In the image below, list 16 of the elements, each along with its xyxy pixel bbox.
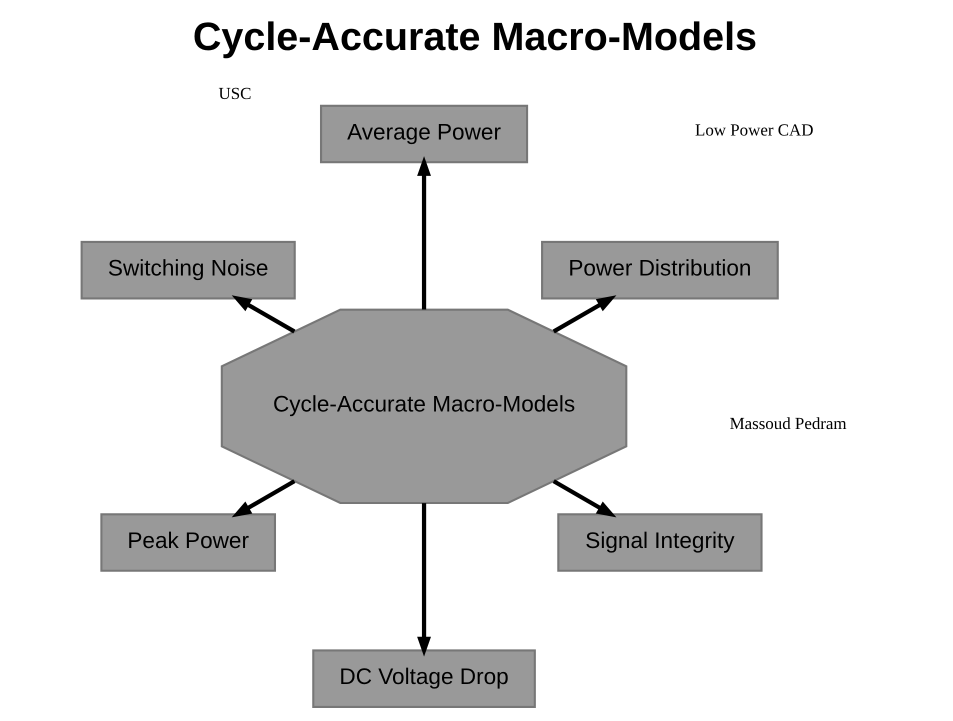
arrow (232, 295, 296, 334)
diagram-title: Cycle-Accurate Macro-Models (192, 14, 758, 59)
arrow (552, 295, 616, 334)
arrow (417, 156, 431, 310)
label: Low Power CAD (695, 120, 814, 140)
node-box: Switching Noise (80, 240, 296, 300)
node-box: DC Voltage Drop (312, 649, 536, 708)
node-box: Power Distribution (541, 240, 779, 300)
node-box: Average Power (320, 104, 528, 164)
arrow (232, 479, 296, 518)
label: Massoud Pedram (730, 414, 847, 434)
node-box: Peak Power (100, 513, 276, 572)
arrow (417, 503, 431, 657)
node-box: Signal Integrity (557, 513, 763, 572)
arrow (552, 479, 616, 518)
label: USC (218, 84, 252, 103)
